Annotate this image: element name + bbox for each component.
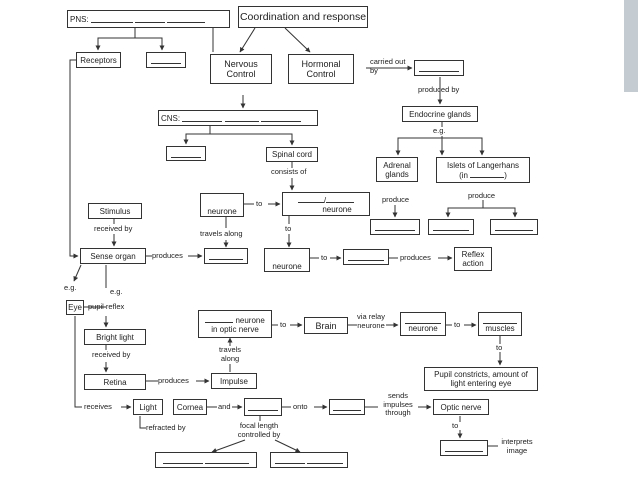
onto-label: onto <box>293 402 308 411</box>
light-box: Light <box>133 399 163 415</box>
to-label-1: to <box>256 199 263 208</box>
neurone-box-c: neurone <box>264 248 310 272</box>
eg-label-3: e.g. <box>110 287 123 296</box>
produces-label-2: produces <box>400 253 431 262</box>
produce-label-2: produce <box>468 191 496 200</box>
produces-label-1: produces <box>152 251 183 260</box>
via-relay-label: via relay neurone <box>357 312 385 330</box>
travels-along-label-2: travels along <box>218 345 242 363</box>
line-coord-to-hormonal <box>284 27 311 53</box>
neurone-box-a: neurone <box>200 193 244 217</box>
and-label: and <box>218 402 231 411</box>
consists-of-label: consists of <box>271 167 307 176</box>
interprets-blank-box <box>440 440 488 456</box>
islets-box: Islets of Langerhans (in ) <box>436 157 530 183</box>
islets-close-label: ) <box>504 170 507 180</box>
cornea-box: Cornea <box>173 399 207 415</box>
muscles-box: muscles <box>478 312 522 336</box>
sense-organ-box: Sense organ <box>80 248 146 264</box>
neurone-box-d: neurone <box>400 312 446 336</box>
produce-blank-2 <box>428 219 474 235</box>
focal-blank-box-2 <box>270 452 348 468</box>
focal-length-label: focal length controlled by <box>237 421 281 439</box>
brain-box: Brain <box>304 317 348 334</box>
spinal-cord-box: Spinal cord <box>266 147 318 162</box>
slash-label: / <box>323 195 327 205</box>
produces-label-3: produces <box>158 376 189 385</box>
pupil-constricts-box: Pupil constricts, amount of light enteri… <box>424 367 538 391</box>
optic-nerve-box: Optic nerve <box>433 399 489 415</box>
retina-box: Retina <box>84 374 146 390</box>
receptors-box: Receptors <box>76 52 121 68</box>
eye-box: Eye <box>66 300 84 315</box>
stimulus-box: Stimulus <box>88 203 142 219</box>
carried-out-by-label: carried out by <box>370 57 406 75</box>
line-receptors-loop <box>69 59 79 259</box>
endocrine-glands-box: Endocrine glands <box>402 106 478 122</box>
to-label-5: to <box>454 320 461 329</box>
bright-light-box: Bright light <box>84 329 146 345</box>
to-label-6: to <box>496 343 503 352</box>
line-coord-to-nervous <box>239 27 256 53</box>
refracted-by-label: refracted by <box>146 423 186 432</box>
coordination-box: Coordination and response <box>238 6 368 28</box>
to-blank-box <box>343 249 389 265</box>
produce-blank-1 <box>370 219 420 235</box>
hormonal-control-box: Hormonal Control <box>288 54 354 84</box>
pns-label: PNS: <box>70 14 89 24</box>
to-label-7: to <box>452 421 459 430</box>
pupil-reflex-label: pupil reflex <box>88 302 125 311</box>
adrenal-glands-box: Adrenal glands <box>376 157 418 182</box>
neurone-optic-box: neurone in optic nerve <box>198 310 272 338</box>
received-by-label-1: received by <box>94 224 133 233</box>
to-label-4: to <box>280 320 287 329</box>
carried-out-blank-box <box>414 60 464 76</box>
line-pns-to-blank <box>135 37 165 51</box>
cns-blank-box <box>166 146 206 161</box>
eg-label-1: e.g. <box>432 126 447 136</box>
cornea-and-blank-box <box>244 398 282 416</box>
receives-label: receives <box>84 402 112 411</box>
pns-box: PNS: <box>67 10 230 28</box>
produce-blank-3 <box>490 219 538 235</box>
pns-blank-box <box>146 52 186 68</box>
impulse-box: Impulse <box>211 373 257 389</box>
produced-by-label: produced by <box>418 85 460 94</box>
received-by-label-2: received by <box>92 350 131 359</box>
islets-label: Islets of Langerhans <box>446 160 520 170</box>
travels-along-label-1: travels along <box>200 229 243 238</box>
interprets-image-label: interprets image <box>501 437 533 455</box>
neurone-box-b: / neurone <box>282 192 370 216</box>
to-label-3: to <box>321 253 328 262</box>
eg-label-2: e.g. <box>64 283 77 292</box>
cns-label: CNS: <box>161 113 181 123</box>
nervous-control-box: Nervous Control <box>210 54 272 84</box>
islets-in-label: (in <box>459 170 468 180</box>
to-label-2: to <box>285 224 292 233</box>
sends-impulses-label: sends impulses through <box>383 391 413 417</box>
onto-blank-box <box>329 399 365 415</box>
reflex-action-box: Reflex action <box>454 247 492 271</box>
line-pns-to-receptors <box>95 28 136 51</box>
cns-box: CNS: <box>158 110 318 126</box>
produce-label-1: produce <box>382 195 410 204</box>
travels-blank-box <box>204 248 248 264</box>
page-edge-strip <box>624 0 638 92</box>
focal-blank-box-1 <box>155 452 257 468</box>
